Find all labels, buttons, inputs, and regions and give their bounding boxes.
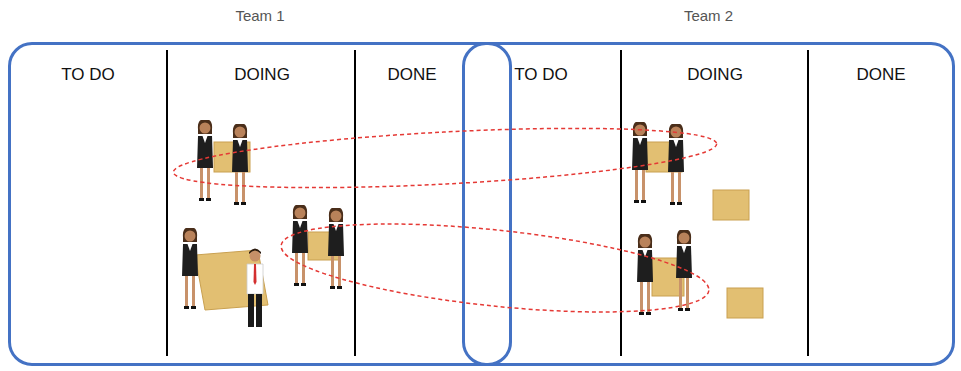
column-label: DONE — [387, 65, 436, 85]
sticky-note — [214, 142, 250, 172]
person-figure — [182, 227, 198, 309]
column-divider — [620, 50, 622, 356]
sticky-note — [713, 190, 749, 220]
column-divider — [166, 50, 168, 356]
column-label: TO DO — [514, 65, 568, 85]
person-figure — [637, 233, 653, 315]
person-figure — [328, 207, 344, 289]
column-divider — [807, 50, 809, 356]
sticky-note — [646, 142, 682, 172]
team-heading: Team 2 — [465, 7, 952, 24]
person-figure — [668, 123, 684, 205]
team-board: Team 1 — [8, 42, 512, 366]
column-label: DOING — [687, 65, 743, 85]
person-figure — [197, 119, 213, 201]
pairing-ellipse — [172, 118, 718, 198]
person-figure — [632, 121, 648, 203]
person-figure — [247, 249, 263, 328]
team-board: Team 2 — [462, 42, 955, 366]
person-figure — [232, 123, 248, 205]
team-heading: Team 1 — [11, 7, 509, 24]
person-figure — [676, 229, 692, 311]
column-label: TO DO — [61, 65, 115, 85]
sticky-note — [195, 250, 268, 310]
person-figure — [292, 204, 308, 286]
column-divider — [354, 50, 356, 356]
sticky-note — [308, 232, 340, 260]
column-label: DOING — [234, 65, 290, 85]
column-label: DONE — [856, 65, 905, 85]
pairing-ellipse — [277, 208, 713, 329]
sticky-note — [727, 288, 763, 318]
sticky-note — [652, 258, 684, 296]
